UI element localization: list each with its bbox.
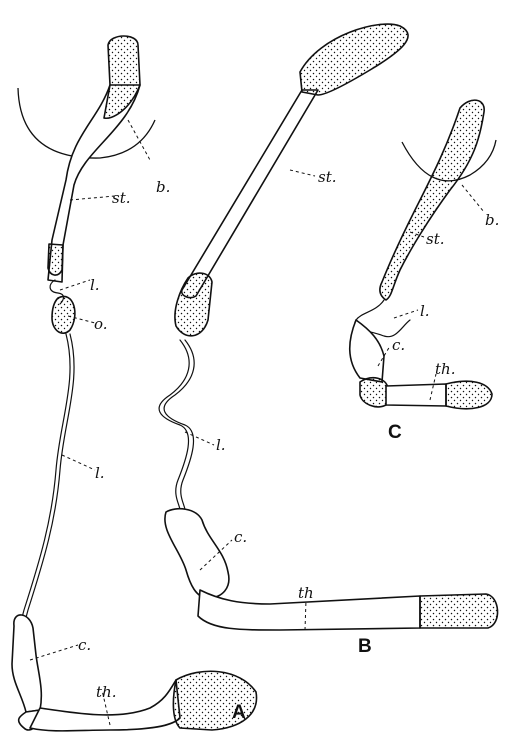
label-l-a-upper: l. [90,276,100,294]
label-c-a: c. [78,636,91,654]
columella-c-base [360,378,388,407]
stapes-tip-a [48,244,63,275]
stapes-head-a [104,36,140,118]
label-o-a: o. [94,315,108,333]
ligament-a-lower-2 [24,334,74,625]
thyrohyal-b-end [420,594,498,628]
stapes-tip-b [175,273,212,336]
thyrohyal-c [386,384,446,406]
figure-b [159,24,497,630]
columella-c [350,320,384,382]
label-b-c: b. [485,211,499,229]
label-l-b: l. [216,436,226,454]
label-figure-c: C [388,422,402,443]
label-b-a: b. [156,178,170,196]
label-th-b: th [298,584,314,602]
label-c-c: c. [392,336,405,354]
label-l-c: l. [420,302,430,320]
label-c-b: c. [234,528,247,546]
label-th-c: th. [435,360,455,378]
ossicle-a [52,296,75,333]
columella-b [165,509,229,598]
stapes-b [182,90,318,298]
thyrohyal-c-end [446,381,492,408]
label-st-c: st. [426,230,445,248]
columella-a [12,615,41,712]
label-figure-a: A [232,702,246,723]
label-st-a: st. [112,189,131,207]
label-th-a: th. [96,683,116,701]
stapes-c [380,100,484,300]
label-l-a-lower: l. [95,464,105,482]
figure-c [350,100,496,409]
labels: b. st. l. o. l. c. th. A st. l. c. th B … [78,168,499,723]
label-st-b: st. [318,168,337,186]
label-figure-b: B [358,636,372,657]
stapes-head-b [300,24,408,95]
ligament-a-lower-1 [20,334,70,625]
